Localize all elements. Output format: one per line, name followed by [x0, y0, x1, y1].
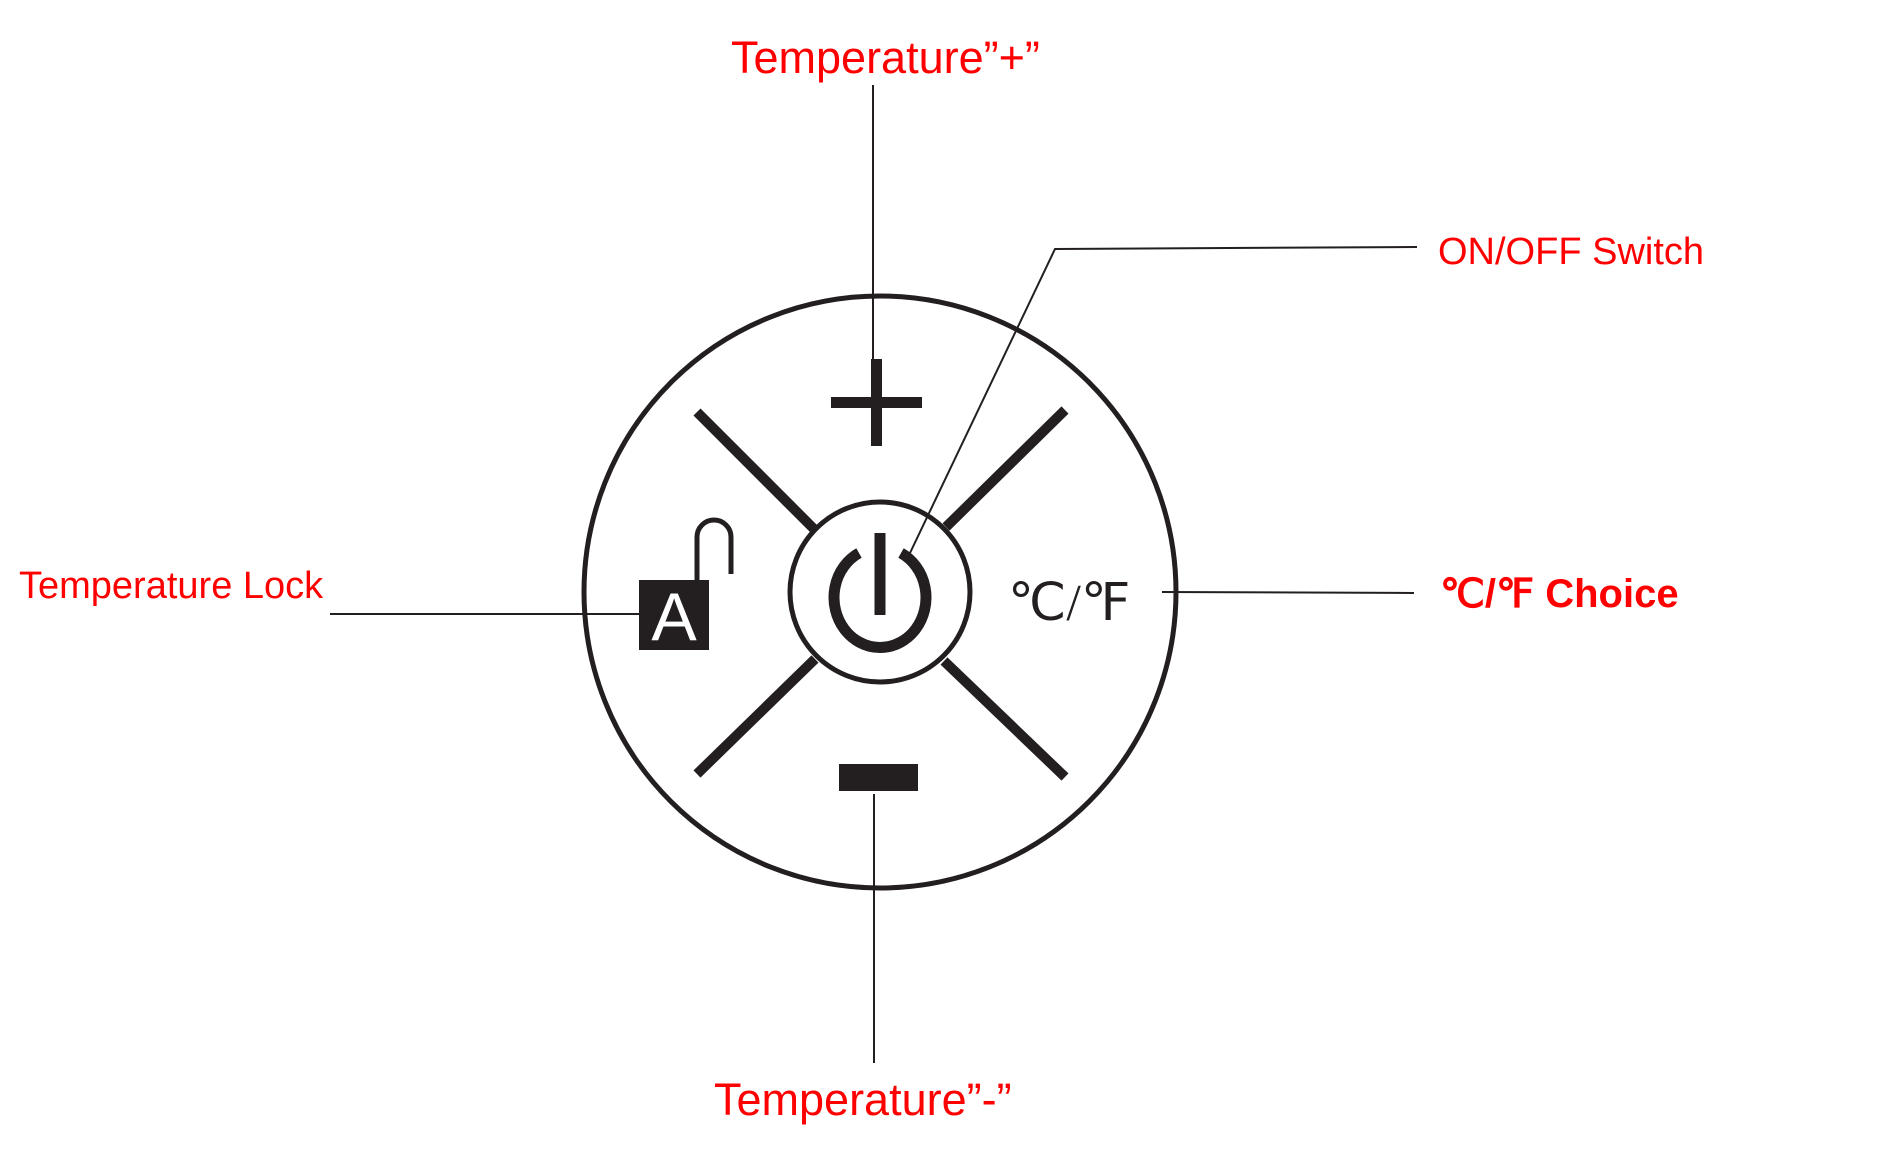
- leader-lines: [330, 85, 1418, 1063]
- button-separators: [693, 406, 1069, 781]
- power-button[interactable]: [787, 499, 973, 685]
- temperature-plus-button[interactable]: [830, 359, 930, 446]
- label-temp-plus: Temperature”+”: [731, 32, 1040, 83]
- temperature-minus-button[interactable]: [839, 764, 918, 791]
- leader-on-off: [909, 246, 1418, 554]
- plus-icon: [831, 359, 922, 446]
- unit-choice-button[interactable]: ℃/℉: [1008, 575, 1130, 632]
- separator-nw: [693, 408, 819, 534]
- minus-icon: [839, 764, 918, 791]
- label-temp-minus: Temperature”-”: [714, 1074, 1012, 1125]
- separator-sw: [693, 655, 819, 778]
- label-unit-choice: ℃/℉ Choice: [1440, 572, 1679, 616]
- leader-unit-choice: [1161, 591, 1415, 594]
- power-icon: [828, 533, 932, 653]
- separator-ne: [942, 406, 1069, 531]
- label-temp-lock: Temperature Lock: [19, 565, 324, 607]
- lock-open-icon: [639, 517, 734, 650]
- separator-se: [940, 657, 1069, 781]
- temperature-lock-button[interactable]: A: [639, 517, 734, 655]
- lock-letter: A: [651, 579, 697, 655]
- label-on-off: ON/OFF Switch: [1438, 231, 1704, 273]
- unit-symbol: ℃/℉: [1008, 575, 1130, 632]
